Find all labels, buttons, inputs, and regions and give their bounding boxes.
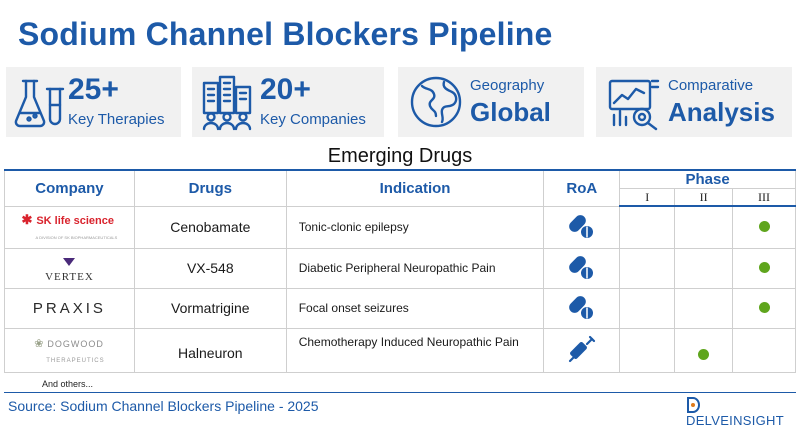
phase-2-cell <box>674 247 734 289</box>
company-name: VERTEX <box>45 270 94 283</box>
phase-1-cell <box>619 327 676 373</box>
indication: Chemotherapy Induced Neuropathic Pain <box>285 327 545 373</box>
company-logo-vertex: VERTEX <box>4 247 135 289</box>
stat-geography-value: Global <box>470 97 551 127</box>
phase-2-cell <box>674 205 734 249</box>
header-phase: Phase <box>619 169 796 189</box>
stat-card-analysis: Comparative Analysis <box>596 67 792 137</box>
company-tagline: THERAPEUTICS <box>46 358 105 364</box>
company-logo-praxis: PRAXIS <box>4 287 135 329</box>
brand-name: DELVEINSIGHT <box>686 413 784 428</box>
drug-name: Halneuron <box>133 327 287 373</box>
table-row: PRAXIS Vormatrigine Focal onset seizures <box>4 287 796 329</box>
drug-name: VX-548 <box>133 247 287 289</box>
page-title: Sodium Channel Blockers Pipeline <box>18 16 553 52</box>
analytics-icon <box>608 79 660 131</box>
brand-logo: DELVEINSIGHT <box>686 397 800 428</box>
phase-dot <box>758 262 770 273</box>
stat-companies-value: 20+ <box>260 73 311 106</box>
phase-dot <box>758 221 770 233</box>
pipeline-table: Company Drugs Indication RoA Phase I II … <box>4 169 796 373</box>
oral-pill-icon <box>543 205 621 249</box>
indication: Tonic-clonic epilepsy <box>285 205 545 249</box>
indication: Diabetic Peripheral Neuropathic Pain <box>285 247 545 289</box>
delveinsight-logo-icon <box>687 397 700 413</box>
phase-dot <box>698 349 710 360</box>
divider <box>4 392 796 393</box>
phase-1-cell <box>619 205 676 249</box>
table-row: ✱ SK life science A DIVISION OF SK BIOPH… <box>4 205 796 249</box>
drug-name: Cenobamate <box>133 205 287 249</box>
company-logo-dogwood: ❀ DOGWOOD THERAPEUTICS <box>4 327 135 373</box>
company-tagline: A DIVISION OF SK BIOPHARMACEUTICALS <box>35 235 118 240</box>
globe-icon <box>410 76 462 128</box>
indication: Focal onset seizures <box>285 287 545 329</box>
syringe-icon <box>543 327 621 373</box>
table-row: VERTEX VX-548 Diabetic Peripheral Neurop… <box>4 247 796 289</box>
oral-pill-icon <box>543 287 621 329</box>
phase-2-cell <box>674 327 734 373</box>
company-name: SK life science <box>36 215 114 227</box>
header-phase-3: III <box>732 188 796 207</box>
header-drugs: Drugs <box>133 169 287 207</box>
source-text: Source: Sodium Channel Blockers Pipeline… <box>8 398 319 414</box>
stat-card-geography: Geography Global <box>398 67 584 137</box>
stat-therapies-label: Key Therapies <box>68 111 165 128</box>
phase-1-cell <box>619 287 676 329</box>
stat-geography-label: Geography <box>470 77 545 94</box>
company-name: DOGWOOD <box>47 339 104 349</box>
stat-therapies-value: 25+ <box>68 73 119 106</box>
header-roa: RoA <box>543 169 621 207</box>
table-footnote: And others... <box>42 379 94 389</box>
table-row: ❀ DOGWOOD THERAPEUTICS Halneuron Chemoth… <box>4 327 796 373</box>
oral-pill-icon <box>543 247 621 289</box>
stat-analysis-label: Comparative <box>668 77 754 94</box>
section-subtitle: Emerging Drugs <box>327 145 473 167</box>
header-indication: Indication <box>285 169 545 207</box>
phase-dot <box>758 302 770 313</box>
phase-3-cell <box>732 247 796 289</box>
stat-analysis-value: Analysis <box>668 97 775 127</box>
phase-3-cell <box>732 327 796 373</box>
phase-3-cell <box>732 205 796 249</box>
drug-name: Vormatrigine <box>133 287 287 329</box>
stat-card-therapies: 25+ Key Therapies <box>6 67 181 137</box>
header-company: Company <box>4 169 135 207</box>
flask-icon <box>14 79 65 128</box>
phase-1-cell <box>619 247 676 289</box>
buildings-people-icon <box>202 75 252 131</box>
stat-card-companies: 20+ Key Companies <box>192 67 384 137</box>
phase-3-cell <box>732 287 796 329</box>
header-phase-2: II <box>674 188 734 207</box>
stat-companies-label: Key Companies <box>260 111 366 128</box>
company-logo-sk: ✱ SK life science A DIVISION OF SK BIOPH… <box>4 205 135 249</box>
header-phase-1: I <box>619 188 676 207</box>
phase-2-cell <box>674 287 734 329</box>
company-name: PRAXIS <box>32 299 106 317</box>
